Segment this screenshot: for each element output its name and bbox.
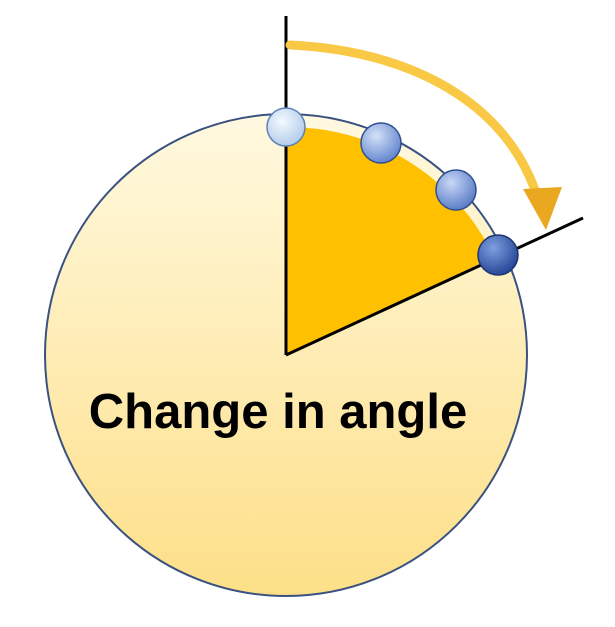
- swept-angle-wedge: [286, 126, 494, 355]
- diagram-caption: Change in angle: [89, 385, 467, 439]
- rotated-line: [285, 216, 584, 357]
- intermediate-ball-2: [435, 169, 477, 211]
- intermediate-ball-1: [360, 122, 402, 164]
- rotation-arrowhead: [523, 187, 562, 230]
- rotation-arrow: [285, 40, 540, 195]
- end-position-ball: [477, 234, 519, 276]
- start-position-ball: [266, 107, 306, 147]
